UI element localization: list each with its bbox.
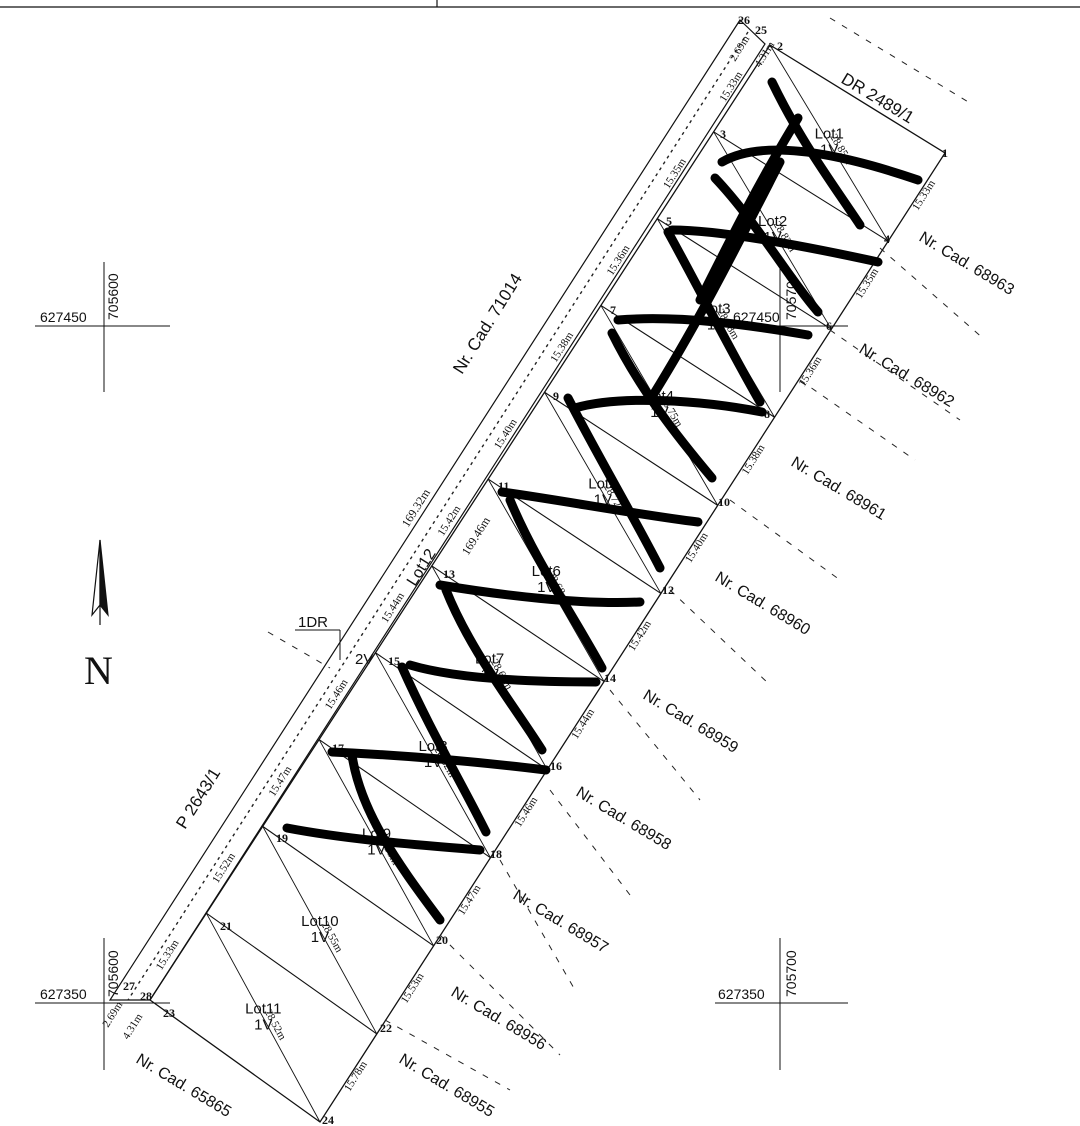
parcel-top-right: DR 2489/1 bbox=[838, 69, 917, 127]
inner-length-label: 169.46m bbox=[459, 514, 494, 558]
point-5: 5 bbox=[666, 214, 672, 228]
point-3: 3 bbox=[720, 127, 726, 141]
grid-easting-3: 627350 bbox=[40, 986, 87, 1002]
point-15: 15 bbox=[388, 654, 400, 668]
right-frontage-6: 15.42m bbox=[626, 618, 654, 653]
right-frontage-10: 15.53m bbox=[399, 971, 427, 1006]
point-16: 16 bbox=[550, 759, 562, 773]
point-2: 2 bbox=[777, 39, 783, 53]
point-8: 8 bbox=[764, 407, 770, 421]
point-26: 26 bbox=[738, 13, 750, 27]
lot-name-10: Lot10 bbox=[301, 913, 339, 930]
top-width-b: 4.31m bbox=[752, 39, 777, 69]
lot-diagonal-11 bbox=[205, 912, 321, 1123]
right-frontage-7: 15.44m bbox=[569, 706, 597, 741]
point-23: 23 bbox=[163, 1006, 175, 1020]
point-14: 14 bbox=[604, 671, 616, 685]
point-18: 18 bbox=[490, 847, 502, 861]
lot-name-2: Lot2 bbox=[758, 213, 787, 230]
left-frontage-10: 15.52m bbox=[210, 851, 238, 886]
lot-diagonal-2 bbox=[713, 131, 832, 330]
parcel-right-4: Nr. Cad. 68960 bbox=[712, 569, 813, 639]
right-frontage-4: 15.38m bbox=[740, 442, 768, 477]
neighbour-boundaries bbox=[267, 17, 986, 1091]
road-strip bbox=[108, 19, 766, 1001]
parcel-right-9: Nr. Cad. 68955 bbox=[396, 1051, 497, 1121]
cross-out-marks bbox=[282, 77, 923, 925]
grid-easting-4: 627350 bbox=[718, 986, 765, 1002]
parcel-right-7: Nr. Cad. 68957 bbox=[510, 887, 611, 957]
bottom-width-b: 4.31m bbox=[120, 1011, 145, 1041]
lot-diagonal-10 bbox=[262, 826, 378, 1035]
right-frontage-3: 15.36m bbox=[796, 354, 824, 389]
point-12: 12 bbox=[662, 583, 674, 597]
point-24: 24 bbox=[322, 1113, 334, 1126]
point-1: 1 bbox=[942, 146, 948, 160]
lot-divider-2 bbox=[656, 218, 832, 330]
point-4: 4 bbox=[884, 232, 890, 246]
point-22: 22 bbox=[380, 1021, 392, 1035]
parcel-road: Nr. Cad. 71014 bbox=[449, 270, 526, 377]
lot-type-10: 1V bbox=[311, 929, 329, 946]
grid-northing-1: 705600 bbox=[105, 273, 121, 320]
right-frontage-9: 15.47m bbox=[456, 883, 484, 918]
lot-name-11: Lot11 bbox=[245, 1000, 281, 1017]
parcel-right-5: Nr. Cad. 68959 bbox=[640, 687, 741, 757]
parcel-dr: 1DR bbox=[298, 614, 328, 631]
left-frontage-2: 15.35m bbox=[661, 156, 689, 191]
parcel-right-2: Nr. Cad. 68962 bbox=[856, 341, 957, 411]
parcel-left: P 2643/1 bbox=[172, 765, 224, 833]
north-arrow-icon bbox=[91, 539, 109, 625]
point-11: 11 bbox=[498, 479, 509, 493]
lot-name-1: Lot1 bbox=[815, 126, 844, 143]
right-frontage-2: 15.35m bbox=[853, 266, 881, 301]
grid-cross-627350-705600 bbox=[35, 938, 170, 1070]
parcel-right-3: Nr. Cad. 68961 bbox=[788, 454, 889, 524]
right-frontage-5: 15.40m bbox=[683, 530, 711, 565]
left-frontage-6: 15.42m bbox=[436, 503, 464, 538]
north-label: N bbox=[84, 648, 113, 693]
parcel-right-6: Nr. Cad. 68958 bbox=[573, 784, 674, 854]
point-6: 6 bbox=[826, 319, 832, 333]
grid-easting-1: 627450 bbox=[40, 309, 87, 325]
point-13: 13 bbox=[443, 567, 455, 581]
lot-divider-10 bbox=[206, 912, 378, 1035]
grid-northing-4: 705700 bbox=[783, 950, 799, 997]
lot-labels: Lot11VLot21VLot31VLot41VLot51VLot61VLot7… bbox=[245, 126, 844, 1034]
parcel-right-8: Nr. Cad. 68956 bbox=[448, 984, 549, 1054]
grid-cross-627350-705700 bbox=[715, 938, 848, 1070]
lot-divider-9 bbox=[262, 825, 434, 947]
point-27: 27 bbox=[123, 979, 135, 993]
lot-type-11: 1V bbox=[254, 1016, 272, 1033]
top-width-a: 2.69m bbox=[727, 33, 752, 63]
point-25: 25 bbox=[755, 23, 767, 37]
left-frontage-11: 15.33m bbox=[154, 937, 182, 972]
lot-diagonal-5 bbox=[544, 392, 662, 594]
point-10: 10 bbox=[718, 495, 730, 509]
lot-diagonal-1 bbox=[769, 44, 889, 242]
grid-northing-3: 705600 bbox=[105, 950, 121, 997]
parcel-right-1: Nr. Cad. 68963 bbox=[916, 229, 1017, 299]
point-20: 20 bbox=[436, 933, 448, 947]
lot-divider-8 bbox=[318, 739, 491, 859]
right-frontage-11: 15.78m bbox=[342, 1059, 370, 1094]
point-labels: 1234567891011121314151617181920212223242… bbox=[123, 13, 948, 1126]
lot-divider-3 bbox=[600, 304, 775, 418]
point-7: 7 bbox=[610, 303, 616, 317]
point-19: 19 bbox=[276, 831, 288, 845]
parcel-bottom-left: Nr. Cad. 65865 bbox=[133, 1051, 234, 1121]
right-frontage-8: 15.46m bbox=[512, 794, 540, 829]
point-9: 9 bbox=[553, 389, 559, 403]
point-28: 28 bbox=[140, 989, 152, 1003]
point-21: 21 bbox=[220, 919, 232, 933]
grid-cross-627450-705600 bbox=[35, 262, 170, 392]
road-axis-dotted bbox=[127, 31, 749, 1001]
parcel-2v: 2V bbox=[355, 651, 373, 668]
